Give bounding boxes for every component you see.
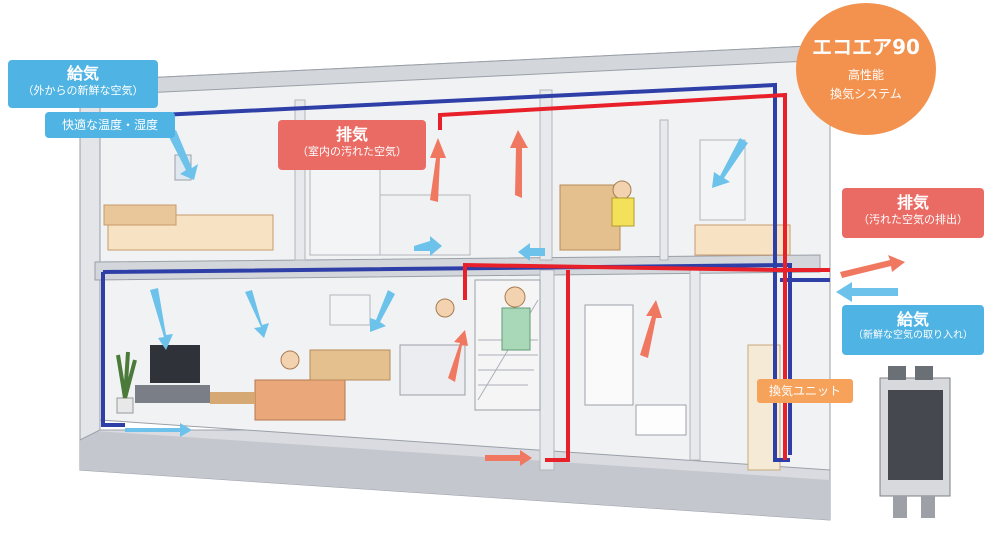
exhaust-center-subtitle: （室内の汚れた空気） <box>297 145 407 158</box>
person-kitchen-head <box>435 298 455 318</box>
coffee-table <box>210 392 255 404</box>
child-at-desk <box>612 180 632 200</box>
foundation-front <box>80 430 830 520</box>
arrow-exhaust-6 <box>840 255 905 278</box>
arrow-supply-6 <box>414 236 442 256</box>
unit-top-port-2 <box>915 366 933 380</box>
duct-supply-upper <box>99 82 790 462</box>
comfort-label: 快適な温度・湿度 <box>45 112 175 138</box>
unit-leg-1 <box>893 496 907 518</box>
exhaust-right-title: 排気 <box>896 193 929 212</box>
partition-wall-upper-3 <box>659 119 669 261</box>
arrow-exhaust-4 <box>448 330 468 382</box>
supply-right-title: 給気 <box>896 310 929 329</box>
duct-supply-left-drop <box>101 272 125 427</box>
supply-title: 給気 <box>66 64 99 83</box>
badge-subtitle-1: 高性能 <box>847 68 884 82</box>
arrow-exhaust-2 <box>510 130 528 198</box>
sofa <box>254 379 346 421</box>
person-sofa-head <box>280 350 300 370</box>
child-body <box>611 197 635 227</box>
desk-study <box>559 184 621 251</box>
exhaust-label-right: 排気 （汚れた空気の排出） <box>842 188 984 238</box>
arrow-supply-1 <box>168 130 198 180</box>
tv-stand <box>135 385 210 403</box>
partition-wall-upper-1 <box>294 99 306 261</box>
duct-exhaust-lower <box>463 262 781 300</box>
exhaust-right-subtitle: （汚れた空気の排出） <box>858 213 968 226</box>
exhaust-center-title: 排気 <box>335 125 368 144</box>
arrow-exhaust-1 <box>430 138 446 202</box>
comfort-text: 快適な温度・湿度 <box>61 118 158 132</box>
supply-airflow-arrows <box>125 130 898 437</box>
partition-wall-lower-2 <box>689 269 701 461</box>
door-lower <box>584 304 634 406</box>
tv <box>150 345 200 383</box>
exhaust-label-center: 排気 （室内の汚れた空気） <box>278 120 426 170</box>
bed-left-headboard <box>103 204 177 226</box>
ventilation-unit-label: 換気ユニット <box>757 379 853 403</box>
badge-subtitle-2: 換気システム <box>830 87 902 101</box>
arrow-exhaust-5 <box>485 450 532 466</box>
supply-right-subtitle: （新鮮な空気の取り入れ） <box>853 330 973 341</box>
arrow-supply-5 <box>370 290 395 332</box>
arrow-supply-7 <box>518 243 545 261</box>
person-stairs-body <box>501 307 531 351</box>
unit-leg-2 <box>921 496 935 518</box>
plant-leaves <box>116 351 137 399</box>
plant-pot <box>116 397 134 414</box>
toilet <box>635 404 687 436</box>
badge-title: エコエア90 <box>812 35 920 59</box>
arrow-exhaust-3 <box>640 300 662 358</box>
arrow-supply-3 <box>150 288 173 350</box>
partition-wall-upper-2 <box>539 89 553 261</box>
partition-wall-lower-1 <box>539 269 555 471</box>
exhaust-airflow-arrows <box>430 130 905 466</box>
ventilation-unit-product-image <box>879 366 951 518</box>
ecoair90-badge: エコエア90 高性能 換気システム <box>796 3 936 135</box>
duct-exhaust-upper <box>438 92 787 460</box>
arrow-supply-2 <box>712 138 748 188</box>
unit-top-port-1 <box>888 366 906 380</box>
window-lower <box>329 294 371 326</box>
person-stairs-head <box>504 286 526 308</box>
supply-label-right: 給気 （新鮮な空気の取り入れ） <box>842 305 984 355</box>
duct-exhaust-stair-drop <box>545 270 570 462</box>
unit-panel <box>888 390 943 480</box>
supply-subtitle: （外からの新鮮な空気） <box>22 84 144 97</box>
arrow-supply-8 <box>125 423 192 437</box>
dining-table <box>309 349 391 381</box>
supply-label-top: 給気 （外からの新鮮な空気） <box>8 60 158 108</box>
arrow-supply-9 <box>836 282 898 302</box>
arrow-supply-4 <box>245 290 269 338</box>
